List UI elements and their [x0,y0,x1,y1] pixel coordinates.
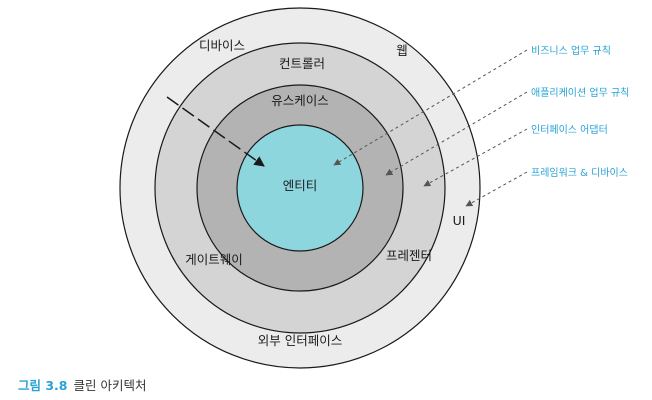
label-web: 웹 [396,43,408,58]
label-gateways: 게이트웨이 [185,252,243,267]
layer-label-frameworks-devices: 프레임워크 & 디바이스 [531,166,628,179]
pointer-business-rules [333,49,528,166]
label-presenters: 프레젠터 [386,248,432,263]
label-controllers: 컨트롤러 [279,56,325,71]
label-external-interfaces: 외부 인터페이스 [258,333,342,348]
dependency-arrow [166,96,265,167]
label-use-cases: 유스케이스 [271,93,329,108]
label-ui: UI [453,213,466,228]
figure-number: 그림 3.8 [18,378,68,393]
layer-label-business-rules: 비즈니스 업무 규칙 [531,44,611,57]
label-entities: 엔티티 [283,178,318,193]
layer-label-application-rules: 애플리케이션 업무 규칙 [531,86,629,99]
pointer-interface-adapters [423,128,528,187]
core-entities [236,124,364,252]
figure-caption: 그림 3.8 클린 아키텍처 [18,375,146,394]
figure-title: 클린 아키텍처 [73,378,147,393]
label-devices: 디바이스 [199,38,245,53]
layer-label-interface-adapters: 인터페이스 어댑터 [531,124,608,136]
